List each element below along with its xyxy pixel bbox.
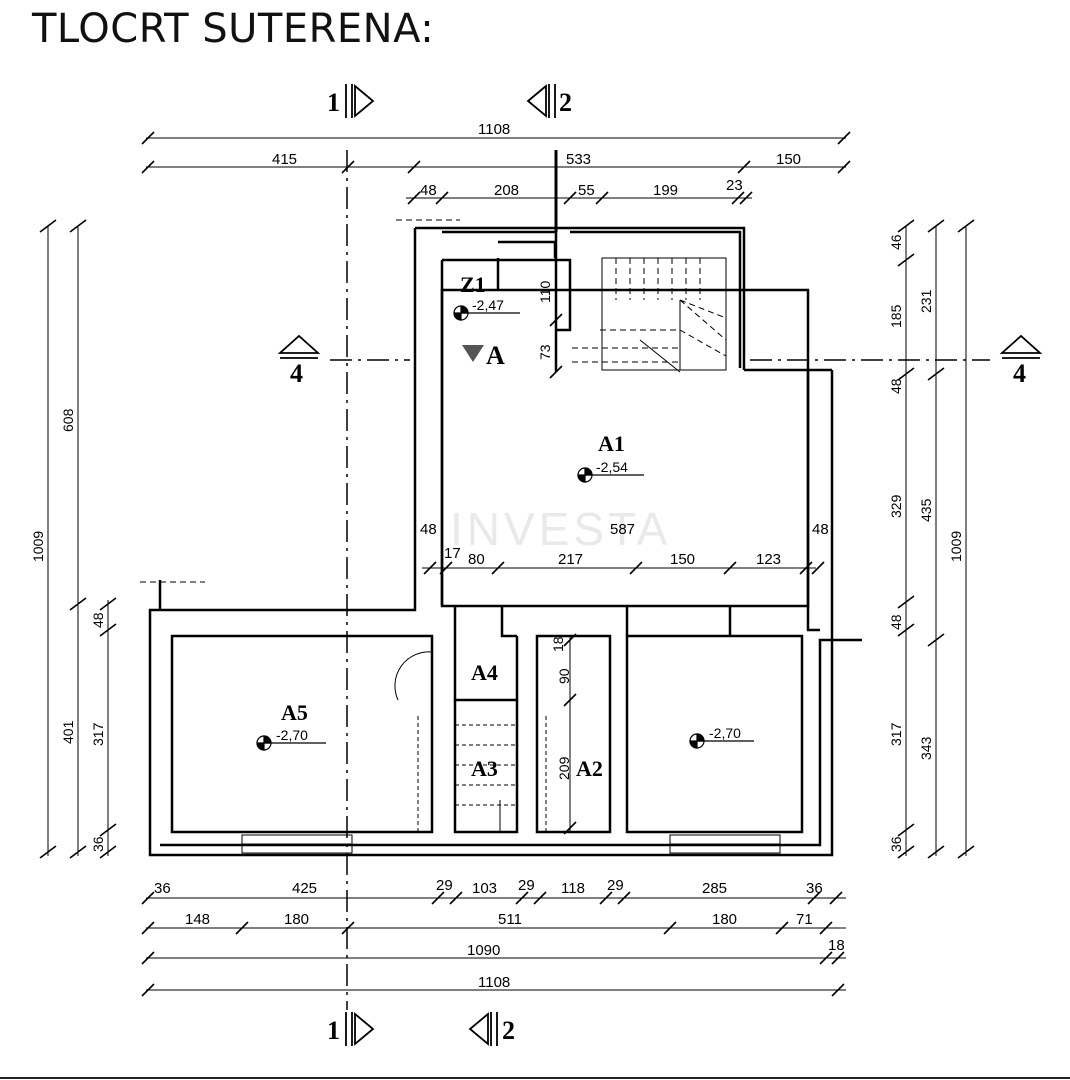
- room-label: Z1: [460, 272, 486, 297]
- fixtures: [140, 219, 808, 854]
- dim-label: 180: [284, 911, 309, 928]
- dim-label: 317: [888, 722, 904, 746]
- dim-label: 401: [60, 720, 76, 744]
- dim-label: 18: [550, 636, 566, 652]
- dim-label: 150: [670, 551, 695, 568]
- dim-label: 29: [607, 877, 624, 894]
- section-label: 4: [1013, 359, 1026, 388]
- dim-label: 199: [653, 182, 678, 199]
- walls: [148, 226, 862, 857]
- dim-label: 46: [888, 234, 904, 250]
- dim-label: 71: [796, 911, 813, 928]
- dim-label: 29: [436, 877, 453, 894]
- room-label: A2: [576, 756, 603, 781]
- dim-label: 185: [888, 304, 904, 328]
- view-a-triangle-icon: [462, 345, 484, 362]
- dim-label: 180: [712, 911, 737, 928]
- section-arrows: [277, 84, 1043, 1046]
- room-level: -2,54: [596, 459, 628, 475]
- section-label: 2: [559, 88, 572, 117]
- dim-label: 1108: [478, 974, 510, 991]
- dim-label: 415: [272, 151, 297, 168]
- dim-label: 118: [561, 880, 585, 897]
- dim-label: 48: [888, 378, 904, 394]
- dim-label: 587: [610, 521, 635, 538]
- dim-label: 533: [566, 151, 591, 168]
- dim-label: 150: [776, 151, 801, 168]
- dim-label: 110: [537, 280, 553, 303]
- room-level: -2,70: [276, 727, 308, 743]
- dim-label: 1108: [478, 121, 510, 138]
- dim-label: 48: [812, 521, 829, 538]
- section-labels: 1 2 1 2 4 4 A: [290, 88, 1026, 1045]
- dim-label: 231: [918, 289, 934, 313]
- dim-label: 36: [806, 880, 823, 897]
- plan-title: TLOCRT SUTERENA:: [32, 6, 435, 52]
- dim-label: 17: [444, 545, 461, 562]
- dimension-lines: [39, 131, 975, 997]
- dim-label: 48: [90, 612, 106, 628]
- dim-label: 29: [518, 877, 535, 894]
- dim-label: 36: [90, 836, 106, 852]
- dim-label: 329: [888, 494, 904, 518]
- dim-label: 73: [537, 344, 553, 360]
- dim-label: 103: [472, 880, 497, 897]
- dim-label: 285: [702, 880, 727, 897]
- room-label: A1: [598, 431, 625, 456]
- room-level: -2,70: [709, 725, 741, 741]
- section-label: 1: [327, 1016, 340, 1045]
- watermark: INVESTA: [450, 503, 671, 555]
- dim-label: 1090: [467, 942, 500, 959]
- dim-label: 23: [726, 177, 743, 194]
- dim-label: 435: [918, 498, 934, 522]
- dim-label: 48: [888, 614, 904, 630]
- dim-label: 217: [558, 551, 583, 568]
- section-label: 2: [502, 1016, 515, 1045]
- dim-label: 511: [498, 911, 522, 928]
- dim-label: 1009: [948, 531, 964, 562]
- dim-label: 148: [185, 911, 210, 928]
- dim-label: 208: [494, 182, 519, 199]
- dim-label: 425: [292, 880, 317, 897]
- dim-label: 36: [154, 880, 171, 897]
- level-marker-icons: [256, 305, 754, 751]
- section-lines: [330, 150, 990, 1010]
- section-label: 1: [327, 88, 340, 117]
- dim-label: 123: [756, 551, 781, 568]
- room-label: A4: [471, 660, 498, 685]
- room-level: -2,47: [472, 297, 504, 313]
- dim-label: 90: [556, 668, 572, 684]
- dim-label: 608: [60, 408, 76, 432]
- dim-label: 48: [420, 521, 437, 538]
- dim-label: 55: [578, 182, 595, 199]
- dim-label: 1009: [30, 531, 46, 562]
- dim-label: 343: [918, 736, 934, 760]
- dimension-labels: 1108 415 533 150 48 208 55 199 23 110 73…: [30, 121, 964, 991]
- room-label: A5: [281, 700, 308, 725]
- dim-label: 209: [556, 756, 572, 780]
- dim-label: 36: [888, 836, 904, 852]
- dim-label: 48: [420, 182, 437, 199]
- view-label: A: [486, 341, 505, 370]
- dim-label: 317: [90, 722, 106, 746]
- dim-label: 80: [468, 551, 485, 568]
- room-labels: Z1 -2,47 A1 -2,54 A4 A3 A2 A5 -2,70 -2,7…: [276, 272, 741, 781]
- room-label: A3: [471, 756, 498, 781]
- dim-label: 18: [828, 937, 845, 954]
- section-label: 4: [290, 359, 303, 388]
